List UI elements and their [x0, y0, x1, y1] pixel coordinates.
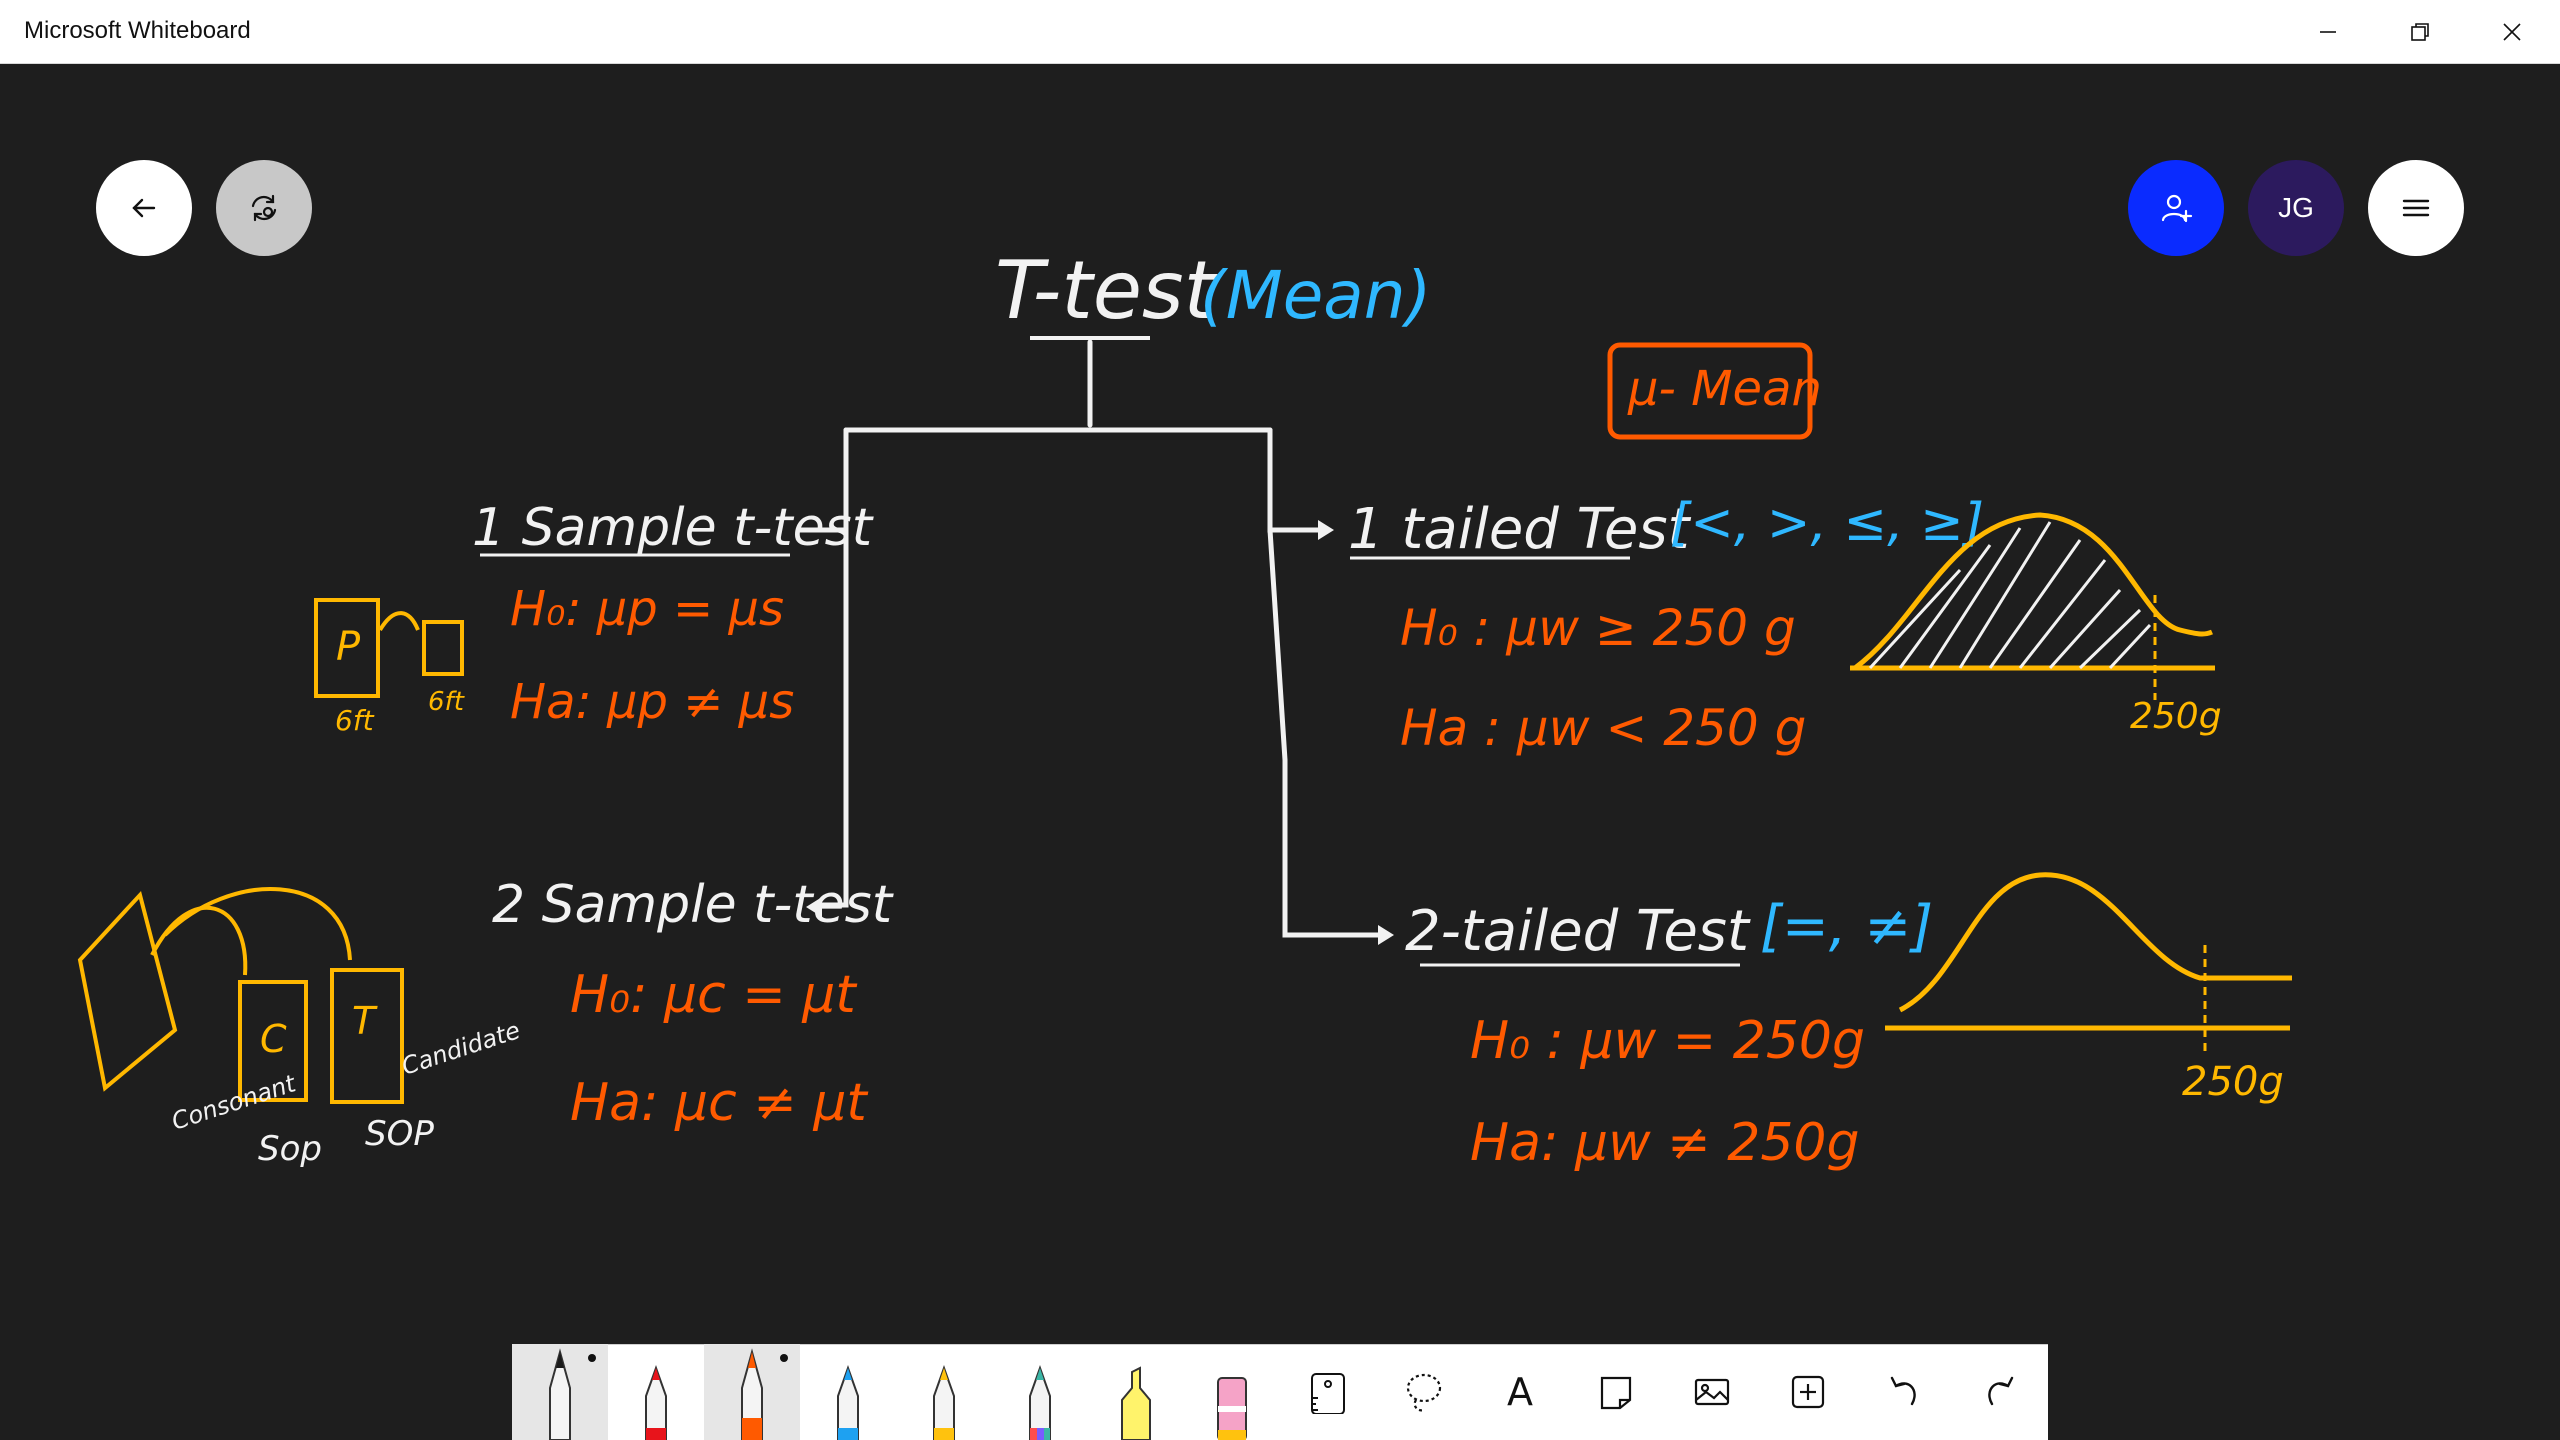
pen-settings-dot — [780, 1354, 788, 1362]
hierarchy-lines — [797, 339, 1383, 938]
undo-icon — [1890, 1376, 1916, 1406]
whiteboard-canvas[interactable] — [0, 64, 2560, 1440]
eraser-icon — [1217, 1377, 1247, 1440]
two-sample-h0: H₀: μc = μt — [570, 965, 857, 1025]
sketch-box-t: T — [352, 999, 378, 1043]
pen-settings-dot — [588, 1354, 596, 1362]
highlighter-icon — [1121, 1366, 1151, 1440]
invite-button[interactable] — [2128, 160, 2224, 256]
text-tool[interactable]: A — [1472, 1344, 1568, 1440]
pen-icon — [1029, 1365, 1051, 1440]
ruler-tool[interactable] — [1280, 1344, 1376, 1440]
board-title: T-test — [995, 244, 1218, 337]
two-tailed-symbols: [=, ≠] — [1760, 894, 1933, 959]
arrow-heads — [806, 520, 1394, 945]
hamburger-menu-icon — [2402, 199, 2430, 217]
minimize-icon — [2320, 30, 2336, 33]
restore-icon — [2411, 22, 2429, 41]
pen-icon — [549, 1348, 571, 1440]
two-tailed-ha: Ha: μw ≠ 250g — [1470, 1113, 1860, 1173]
one-tailed-h0: H₀ : μw ≥ 250 g — [1400, 599, 1796, 657]
title-bar: Microsoft Whiteboard — [0, 0, 2560, 64]
two-sample-sketch — [77, 887, 404, 1104]
two-tailed-curve-label: 250g — [2182, 1059, 2284, 1105]
text-tool-label: A — [1507, 1370, 1533, 1414]
redo-button[interactable] — [1952, 1344, 2048, 1440]
app-title: Microsoft Whiteboard — [24, 17, 251, 44]
back-button[interactable] — [96, 160, 192, 256]
pen-red-tool[interactable] — [608, 1344, 704, 1440]
sketch-box-c: C — [260, 1017, 287, 1061]
one-tailed-curve-label: 250g — [2130, 696, 2222, 737]
pen-black-tool[interactable] — [512, 1344, 608, 1440]
lasso-tool[interactable] — [1376, 1344, 1472, 1440]
eraser-tool[interactable] — [1184, 1344, 1280, 1440]
sketch-6ft-left: 6ft — [335, 704, 375, 737]
add-person-icon — [2161, 194, 2193, 223]
pen-yellow-tool[interactable] — [896, 1344, 992, 1440]
sop-right: SOP — [365, 1114, 434, 1154]
consonant-caption: Consonant — [168, 1069, 300, 1136]
highlighter-tool[interactable] — [1088, 1344, 1184, 1440]
one-sample-sketch — [314, 598, 464, 698]
board-title-paren: (Mean) — [1200, 257, 1431, 334]
two-sample-ha: Ha: μc ≠ μt — [570, 1073, 868, 1133]
one-sample-label: 1 Sample t-test — [472, 498, 874, 558]
sync-settings-button[interactable] — [216, 160, 312, 256]
lasso-icon — [1406, 1373, 1442, 1412]
insert-tool[interactable] — [1760, 1344, 1856, 1440]
two-tailed-label: 2-tailed Test — [1405, 899, 1751, 964]
mu-note: μ- Mean — [1627, 361, 1822, 417]
ink-toolbar: A — [512, 1344, 2048, 1440]
pen-orange-tool[interactable] — [704, 1344, 800, 1440]
close-icon — [2503, 22, 2521, 41]
user-initials: JG — [2278, 192, 2314, 223]
one-sample-ha: Ha: μp ≠ μs — [510, 674, 794, 730]
sticky-note-tool[interactable] — [1568, 1344, 1664, 1440]
image-icon — [1694, 1378, 1730, 1406]
svg-text:P: P — [336, 624, 361, 670]
ruler-icon — [1311, 1373, 1345, 1414]
pen-icon — [837, 1365, 859, 1440]
one-tailed-curve: 250g — [1850, 512, 2222, 737]
sync-settings-icon — [251, 194, 277, 222]
close-button[interactable] — [2452, 0, 2560, 63]
pen-icon — [645, 1365, 667, 1440]
ink-layer: T-test (Mean) μ- Mean 1 Sample t-test H₀… — [77, 244, 2292, 1173]
one-tailed-ha: Ha : μw < 250 g — [1400, 699, 1806, 757]
minimize-button[interactable] — [2268, 0, 2388, 63]
candidate-caption: Candidate — [398, 1016, 523, 1081]
two-tailed-curve: 250g — [1885, 872, 2292, 1105]
one-sample-h0: H₀: μp = μs — [510, 581, 784, 637]
insert-plus-icon — [1791, 1375, 1825, 1409]
undo-button[interactable] — [1856, 1344, 1952, 1440]
pen-rainbow-tool[interactable] — [992, 1344, 1088, 1440]
pen-icon — [741, 1348, 763, 1440]
user-avatar[interactable]: JG — [2248, 160, 2344, 256]
one-tailed-label: 1 tailed Test — [1348, 497, 1692, 562]
mu-note-box — [1607, 342, 1813, 440]
redo-icon — [1988, 1376, 2014, 1406]
image-tool[interactable] — [1664, 1344, 1760, 1440]
sticky-note-icon — [1600, 1376, 1632, 1410]
two-sample-label: 2 Sample t-test — [492, 875, 894, 935]
one-tailed-symbols: [<, >, ≤, ≥] — [1670, 493, 1984, 553]
sop-left: Sop — [258, 1129, 322, 1169]
pen-blue-tool[interactable] — [800, 1344, 896, 1440]
pen-icon — [933, 1365, 955, 1440]
sketch-6ft-right: 6ft — [428, 687, 465, 717]
arrow-left-icon — [132, 198, 156, 218]
menu-button[interactable] — [2368, 160, 2464, 256]
restore-button[interactable] — [2360, 0, 2480, 63]
two-tailed-h0: H₀ : μw = 250g — [1470, 1011, 1865, 1071]
